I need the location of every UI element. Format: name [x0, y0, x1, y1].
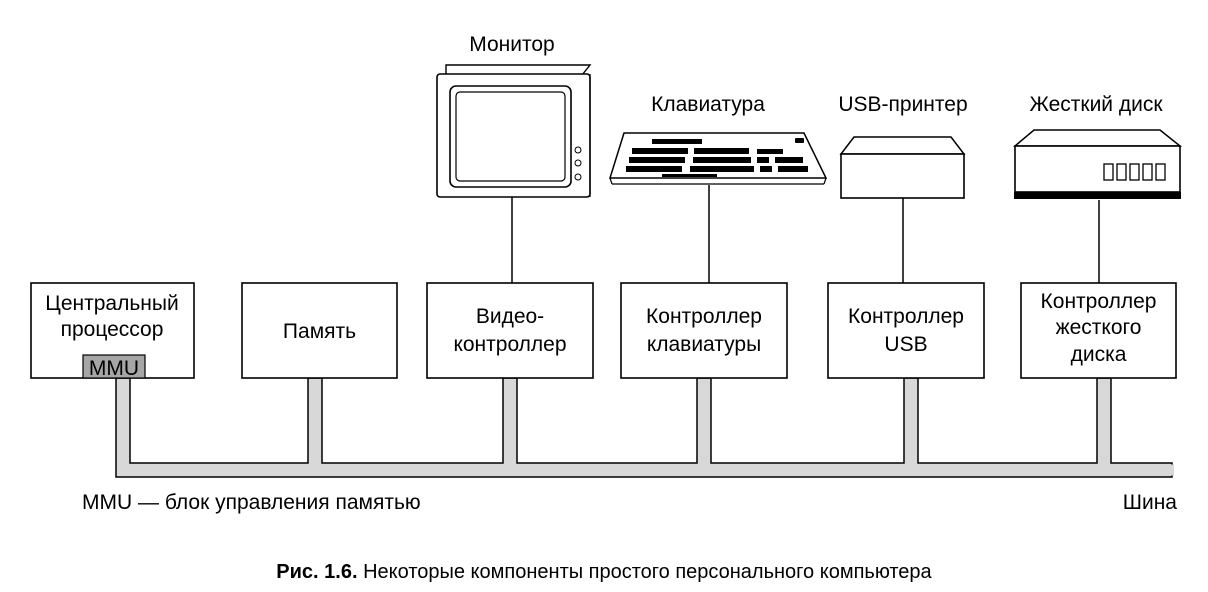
keyboard-label: Клавиатура	[651, 93, 765, 116]
keyboard-controller-box-frame	[620, 282, 788, 379]
memory-label: Память	[283, 320, 356, 343]
mmu-block: MMU	[82, 354, 146, 380]
system-bus	[115, 377, 1174, 478]
disk-controller-label-line-1: Контроллер	[1041, 290, 1157, 313]
disk-controller-box-frame	[1020, 282, 1177, 379]
bus-shape	[115, 377, 1173, 478]
keyboard-controller-box: Контроллер клавиатуры	[620, 282, 788, 379]
cpu-box: Центральный процессор MMU	[30, 282, 195, 380]
video-controller-box: Видео- контроллер	[426, 282, 594, 379]
mmu-label: MMU	[89, 357, 139, 380]
usb-controller-label-line-2: USB	[884, 333, 927, 356]
device-connectors	[511, 185, 1100, 283]
disk-controller-label-line-3: диска	[1071, 343, 1127, 366]
memory-box: Память	[241, 282, 398, 379]
printer-icon: USB-принтер	[838, 93, 968, 199]
usb-controller-box: Контроллер USB	[827, 282, 985, 379]
disk-controller-label-line-2: жесткого	[1056, 316, 1142, 339]
keyboard-icon: Клавиатура	[608, 93, 828, 185]
cpu-label-line-2: процессор	[61, 318, 164, 341]
video-controller-box-frame	[426, 282, 594, 379]
cpu-label-line-1: Центральный	[45, 292, 178, 315]
hard-disk-icon: Жесткий диск	[1012, 93, 1183, 199]
keyboard-controller-label-line-2: клавиатуры	[647, 333, 761, 356]
usb-controller-label-line-1: Контроллер	[848, 305, 964, 328]
disk-controller-box: Контроллер жесткого диска	[1020, 282, 1177, 379]
video-controller-label-line-2: контроллер	[453, 333, 566, 356]
memory-box-frame	[241, 282, 398, 379]
figure-caption: Рис. 1.6. Некоторые компоненты простого …	[276, 561, 932, 583]
mmu-block-fill	[82, 354, 146, 379]
bus-right-opening	[1171, 464, 1174, 476]
monitor-icon: Монитор	[436, 33, 592, 198]
hard-disk-label: Жесткий диск	[1029, 93, 1163, 116]
usb-controller-box-frame	[827, 282, 985, 379]
printer-label: USB-принтер	[838, 93, 967, 116]
caption-prefix: Рис. 1.6.	[276, 561, 357, 583]
mmu-legend: MMU — блок управления памятью	[82, 491, 421, 514]
keyboard-controller-label-line-1: Контроллер	[646, 305, 762, 328]
caption-text: Некоторые компоненты простого персональн…	[363, 561, 932, 583]
video-controller-label-line-1: Видео-	[476, 305, 544, 328]
monitor-label: Монитор	[469, 33, 554, 56]
bus-label: Шина	[1123, 491, 1178, 514]
